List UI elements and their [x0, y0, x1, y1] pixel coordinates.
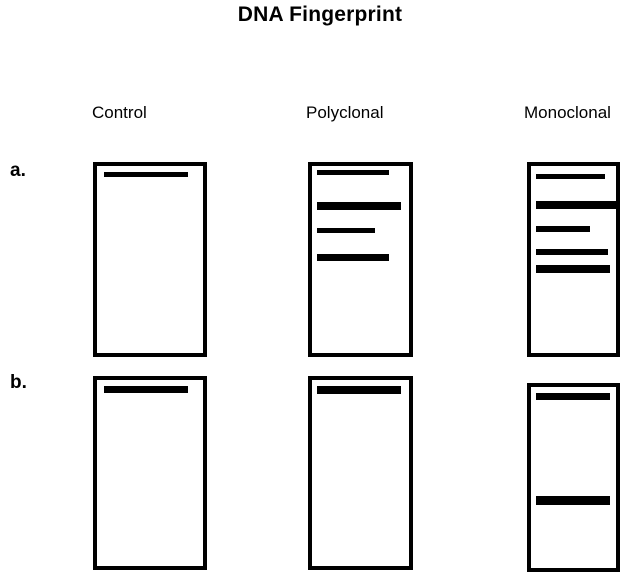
dna-band-a-polyclonal-1 — [317, 170, 389, 175]
dna-band-a-monoclonal-5 — [536, 265, 610, 273]
gel-lane-b-polyclonal — [308, 376, 413, 570]
dna-band-a-polyclonal-3 — [317, 228, 375, 233]
gel-lane-b-control — [93, 376, 207, 570]
dna-band-b-control-1 — [104, 386, 188, 393]
row-label-a: a. — [10, 160, 26, 181]
dna-band-a-monoclonal-3 — [536, 226, 590, 232]
page-title: DNA Fingerprint — [237, 3, 403, 26]
gel-lane-a-control — [93, 162, 207, 357]
gel-lane-a-polyclonal — [308, 162, 413, 357]
column-label-polyclonal: Polyclonal — [306, 103, 384, 122]
dna-band-b-polyclonal-1 — [317, 386, 401, 394]
gel-lane-b-monoclonal — [527, 383, 620, 572]
dna-band-a-monoclonal-1 — [536, 174, 605, 179]
row-label-b: b. — [10, 372, 27, 393]
dna-band-a-control-1 — [104, 172, 188, 177]
dna-band-a-polyclonal-2 — [317, 202, 401, 210]
dna-band-a-monoclonal-2 — [536, 201, 620, 209]
dna-band-b-monoclonal-1 — [536, 393, 610, 400]
column-label-control: Control — [92, 103, 147, 122]
dna-band-a-monoclonal-4 — [536, 249, 608, 255]
gel-lane-a-monoclonal — [527, 162, 620, 357]
dna-band-b-monoclonal-2 — [536, 496, 610, 505]
dna-band-a-polyclonal-4 — [317, 254, 389, 261]
column-label-monoclonal: Monoclonal — [524, 103, 611, 122]
